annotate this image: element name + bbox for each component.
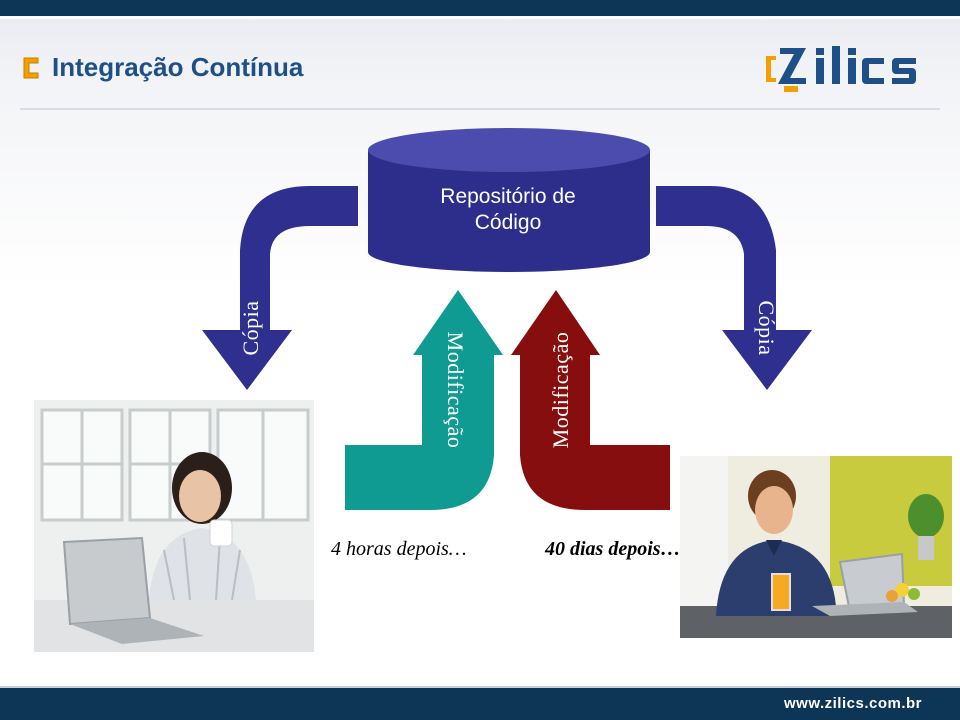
repository-label-line1: Repositório de — [440, 185, 576, 208]
repository-cylinder — [368, 128, 650, 272]
copy-left-label: Cópia — [238, 300, 263, 356]
bracket-logo-icon — [23, 57, 39, 79]
copy-right-label: Cópia — [754, 300, 779, 356]
repository-label-line2: Código — [474, 211, 542, 234]
footer-stripe — [0, 686, 960, 688]
copy-left-arrow — [202, 186, 358, 390]
man-with-laptop-photo — [680, 456, 952, 638]
man-with-laptop-illustration — [680, 456, 952, 638]
footer-url[interactable]: www.zilics.com.br — [784, 695, 922, 712]
caption-four-hours: 4 horas depois… — [331, 538, 467, 560]
modification-red-label: Modificação — [548, 331, 573, 449]
woman-with-laptop-illustration — [34, 400, 314, 652]
modification-teal-arrow — [345, 290, 503, 510]
top-bar — [0, 0, 960, 16]
copy-right-arrow — [656, 186, 812, 390]
top-stripe — [0, 16, 960, 19]
footer-bar — [0, 688, 960, 720]
zilics-logo — [766, 46, 916, 92]
page-title: Integração Contínua — [52, 52, 304, 82]
header-divider — [20, 108, 940, 110]
modification-teal-label: Modificação — [443, 331, 468, 449]
caption-forty-days: 40 dias depois… — [545, 538, 681, 560]
woman-with-laptop-photo — [34, 400, 314, 652]
repository-label: Repositório de Código — [400, 184, 616, 236]
modification-red-arrow — [511, 290, 670, 510]
